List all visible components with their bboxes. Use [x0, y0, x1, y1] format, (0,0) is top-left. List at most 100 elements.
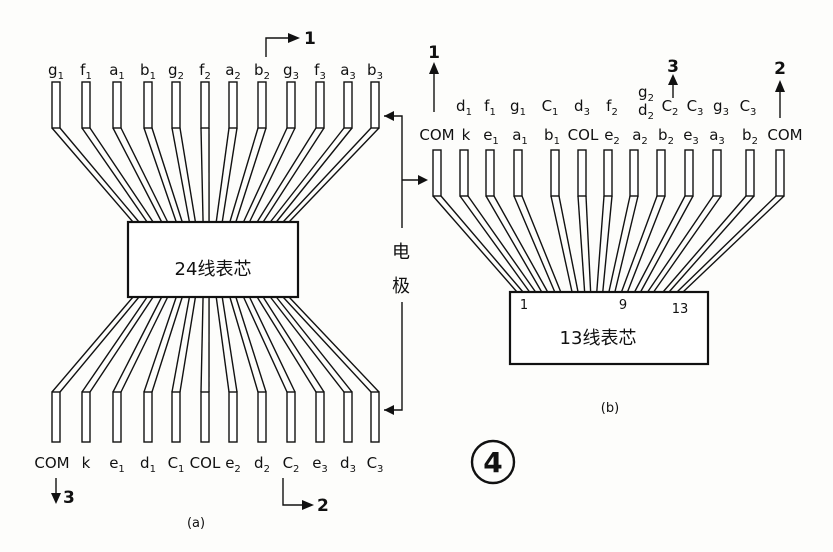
- panel-b-lower-label: b2: [742, 126, 758, 147]
- bottom-pin: [171, 391, 181, 443]
- bottom-pin: [315, 391, 325, 443]
- bottom-wire: [235, 296, 267, 393]
- panel-b-pin: [550, 149, 560, 197]
- panel-b-pin: [656, 149, 666, 197]
- top-pin-label: b2: [254, 61, 270, 82]
- panel-b-upper-label: C3: [687, 97, 704, 118]
- panel-b-wire: [676, 195, 777, 293]
- top-wire: [151, 127, 183, 223]
- panel-b-wire: [626, 195, 666, 293]
- bottom-wire: [288, 296, 380, 393]
- top-pin: [286, 81, 296, 129]
- bottom-pin-label: d2: [254, 454, 270, 475]
- arrow-3-label: 3: [63, 488, 75, 508]
- panel-b-wire-fan: [432, 195, 785, 293]
- top-wire: [171, 127, 191, 223]
- panel-b-wire: [596, 195, 605, 293]
- top-pin-label: f2: [199, 61, 211, 82]
- panel-b-wire: [485, 195, 543, 293]
- top-pin: [343, 81, 353, 129]
- panel-b-pin: [684, 149, 694, 197]
- panel-b-pin: [432, 149, 442, 197]
- panel-b-pin: [712, 149, 722, 197]
- arrow-3-b-label: 3: [667, 57, 679, 77]
- bottom-wire: [282, 296, 372, 393]
- bottom-pin-label: C1: [168, 454, 185, 475]
- top-wire: [235, 127, 267, 223]
- top-wire: [89, 127, 154, 223]
- panel-b-lower-label: e3: [683, 126, 699, 147]
- top-wire: [81, 127, 148, 223]
- bottom-pin-label: e3: [312, 454, 328, 475]
- arrow-1-top: 1: [265, 29, 316, 57]
- panel-b-wire: [639, 195, 694, 293]
- panel-b-wire: [614, 195, 639, 293]
- panel-b-pin: [629, 149, 639, 197]
- panel-b-wire: [440, 195, 524, 293]
- top-wire: [282, 127, 372, 223]
- caption-a: (a): [187, 516, 205, 531]
- panel-b-pin-row: [432, 149, 785, 197]
- bottom-pin-label: e1: [109, 454, 125, 475]
- arrow-3-panel-b: 3: [667, 57, 679, 98]
- top-pin: [315, 81, 325, 129]
- panel-b-upper-label: g1: [510, 97, 526, 118]
- panel-b-wire: [577, 195, 586, 293]
- top-pin: [370, 81, 380, 129]
- top-pin: [51, 81, 61, 129]
- top-pin: [257, 81, 267, 129]
- panel-b-lower-label: k: [462, 126, 471, 144]
- bottom-wire: [120, 296, 169, 393]
- panel-b-upper-label: d2: [638, 101, 654, 122]
- arrow-2-panel-b: 2: [774, 59, 786, 118]
- top-wire: [262, 127, 325, 223]
- top-wire: [288, 127, 380, 223]
- top-wire: [242, 127, 288, 223]
- panel-b-upper-label: C1: [542, 97, 559, 118]
- chip-24-line: [126, 220, 300, 299]
- panel-b-wire: [558, 195, 579, 293]
- bottom-pin: [257, 391, 267, 443]
- bottom-wire: [221, 296, 238, 393]
- bottom-wire: [269, 296, 345, 393]
- top-wire: [269, 127, 345, 223]
- panel-b-wire: [620, 195, 658, 293]
- top-wire: [112, 127, 163, 223]
- top-pin: [228, 81, 238, 129]
- bottom-pin: [343, 391, 353, 443]
- panel-b-lower-label: a2: [632, 126, 648, 147]
- top-wire-fan: [51, 127, 380, 223]
- top-pin-label: f1: [80, 61, 92, 82]
- bottom-wire: [248, 296, 296, 393]
- panel-b-lower-label: COM: [419, 126, 454, 144]
- top-wire: [229, 127, 259, 223]
- top-pin: [200, 81, 210, 129]
- bottom-wire: [179, 296, 197, 393]
- panel-b-lower-label: a3: [709, 126, 725, 147]
- bottom-pin: [112, 391, 122, 443]
- top-wire: [200, 127, 204, 223]
- panel-b-wire: [459, 195, 531, 293]
- bottom-wire: [242, 296, 288, 393]
- bottom-wire: [89, 296, 154, 393]
- bottom-pin: [286, 391, 296, 443]
- top-wire: [51, 127, 134, 223]
- panel-b-lower-label: b2: [658, 126, 674, 147]
- panel-b-wire: [668, 195, 755, 293]
- top-pin-label: a2: [225, 61, 241, 82]
- bottom-wire: [200, 296, 204, 393]
- panel-b-upper-label: d1: [456, 97, 472, 118]
- bottom-pin-label: C2: [283, 454, 300, 475]
- panel-b-pin: [459, 149, 469, 197]
- bottom-pin: [200, 391, 210, 443]
- electrode-label-char-1: 电: [392, 242, 410, 263]
- top-pin: [112, 81, 122, 129]
- bottom-pin: [81, 391, 91, 443]
- top-pin: [143, 81, 153, 129]
- bottom-wire: [215, 296, 230, 393]
- top-pin-label: b3: [367, 61, 383, 82]
